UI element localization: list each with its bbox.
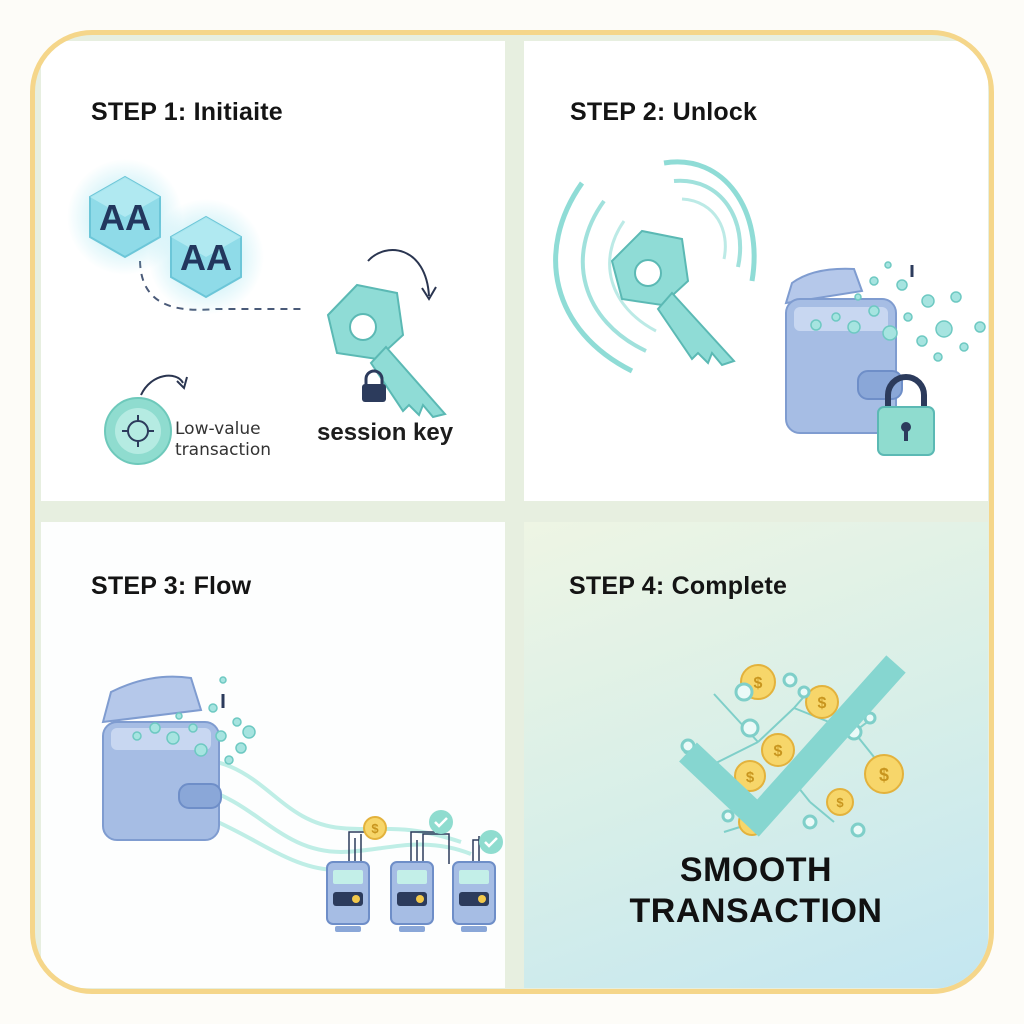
payment-terminal-icon <box>390 861 434 932</box>
step-3-art: $ <box>101 675 503 932</box>
svg-text:$: $ <box>879 765 889 785</box>
checkmark-icon <box>679 655 906 837</box>
coin-icon: $ <box>761 733 795 767</box>
particle-cloud <box>810 261 986 362</box>
account-hexagon-icon: AA <box>148 199 264 315</box>
session-key-label: session key <box>317 419 454 446</box>
low-value-line-2: transaction <box>175 440 272 460</box>
result-line-2: TRANSACTION <box>629 892 883 930</box>
account-label: AA <box>180 237 232 278</box>
dashed-connector <box>139 260 303 311</box>
check-badge-icon <box>479 830 503 854</box>
svg-text:$: $ <box>818 695 827 712</box>
low-value-label: Low-value transaction <box>175 419 271 461</box>
smooth-transaction-label: SMOOTH TRANSACTION <box>524 850 988 932</box>
step-3-title: STEP 3: Flow <box>91 572 252 600</box>
step-4-art: $ $ $ $ $ $ $ <box>679 655 906 838</box>
lock-icon <box>362 369 386 402</box>
coin-icon: $ <box>826 788 854 816</box>
coin-icon: $ <box>734 760 766 792</box>
terminal-connectors <box>348 831 491 864</box>
rotate-arrow-icon <box>140 374 184 396</box>
low-value-line-1: Low-value <box>175 419 261 439</box>
padlock-icon <box>877 374 935 456</box>
step-1-panel: AA AA <box>41 41 505 501</box>
step-1-title: STEP 1: Initiaite <box>91 98 283 126</box>
step-2-art <box>553 159 986 456</box>
step-3-panel: $ STEP 3: Flow <box>41 522 505 988</box>
target-coin-icon <box>104 397 172 465</box>
svg-text:$: $ <box>371 821 379 836</box>
signal-wave-icon <box>553 159 757 374</box>
coin-icon: $ <box>864 754 904 794</box>
rotate-arrow-icon <box>367 249 430 297</box>
coin-icon: $ <box>805 685 839 719</box>
key-icon <box>326 283 447 419</box>
step-2-panel: STEP 2: Unlock <box>524 41 988 501</box>
particle-cloud <box>132 676 256 765</box>
infographic-frame: AA AA <box>30 30 994 994</box>
step-1-art: AA AA <box>67 159 447 465</box>
payment-terminal-icon <box>326 861 370 932</box>
step-4-panel: $ $ $ $ $ $ $ <box>524 522 988 988</box>
svg-text:$: $ <box>774 743 783 760</box>
wallet-icon <box>101 675 222 841</box>
svg-text:$: $ <box>746 769 755 786</box>
payment-terminal-icon <box>452 861 496 932</box>
svg-text:$: $ <box>836 795 844 810</box>
step-2-title: STEP 2: Unlock <box>570 98 758 126</box>
coin-icon: $ <box>363 816 387 840</box>
step-4-title: STEP 4: Complete <box>569 572 788 600</box>
check-badge-icon <box>429 810 453 834</box>
svg-text:$: $ <box>754 675 763 692</box>
account-label: AA <box>99 197 151 238</box>
key-icon <box>610 229 736 367</box>
result-line-1: SMOOTH <box>679 851 833 889</box>
